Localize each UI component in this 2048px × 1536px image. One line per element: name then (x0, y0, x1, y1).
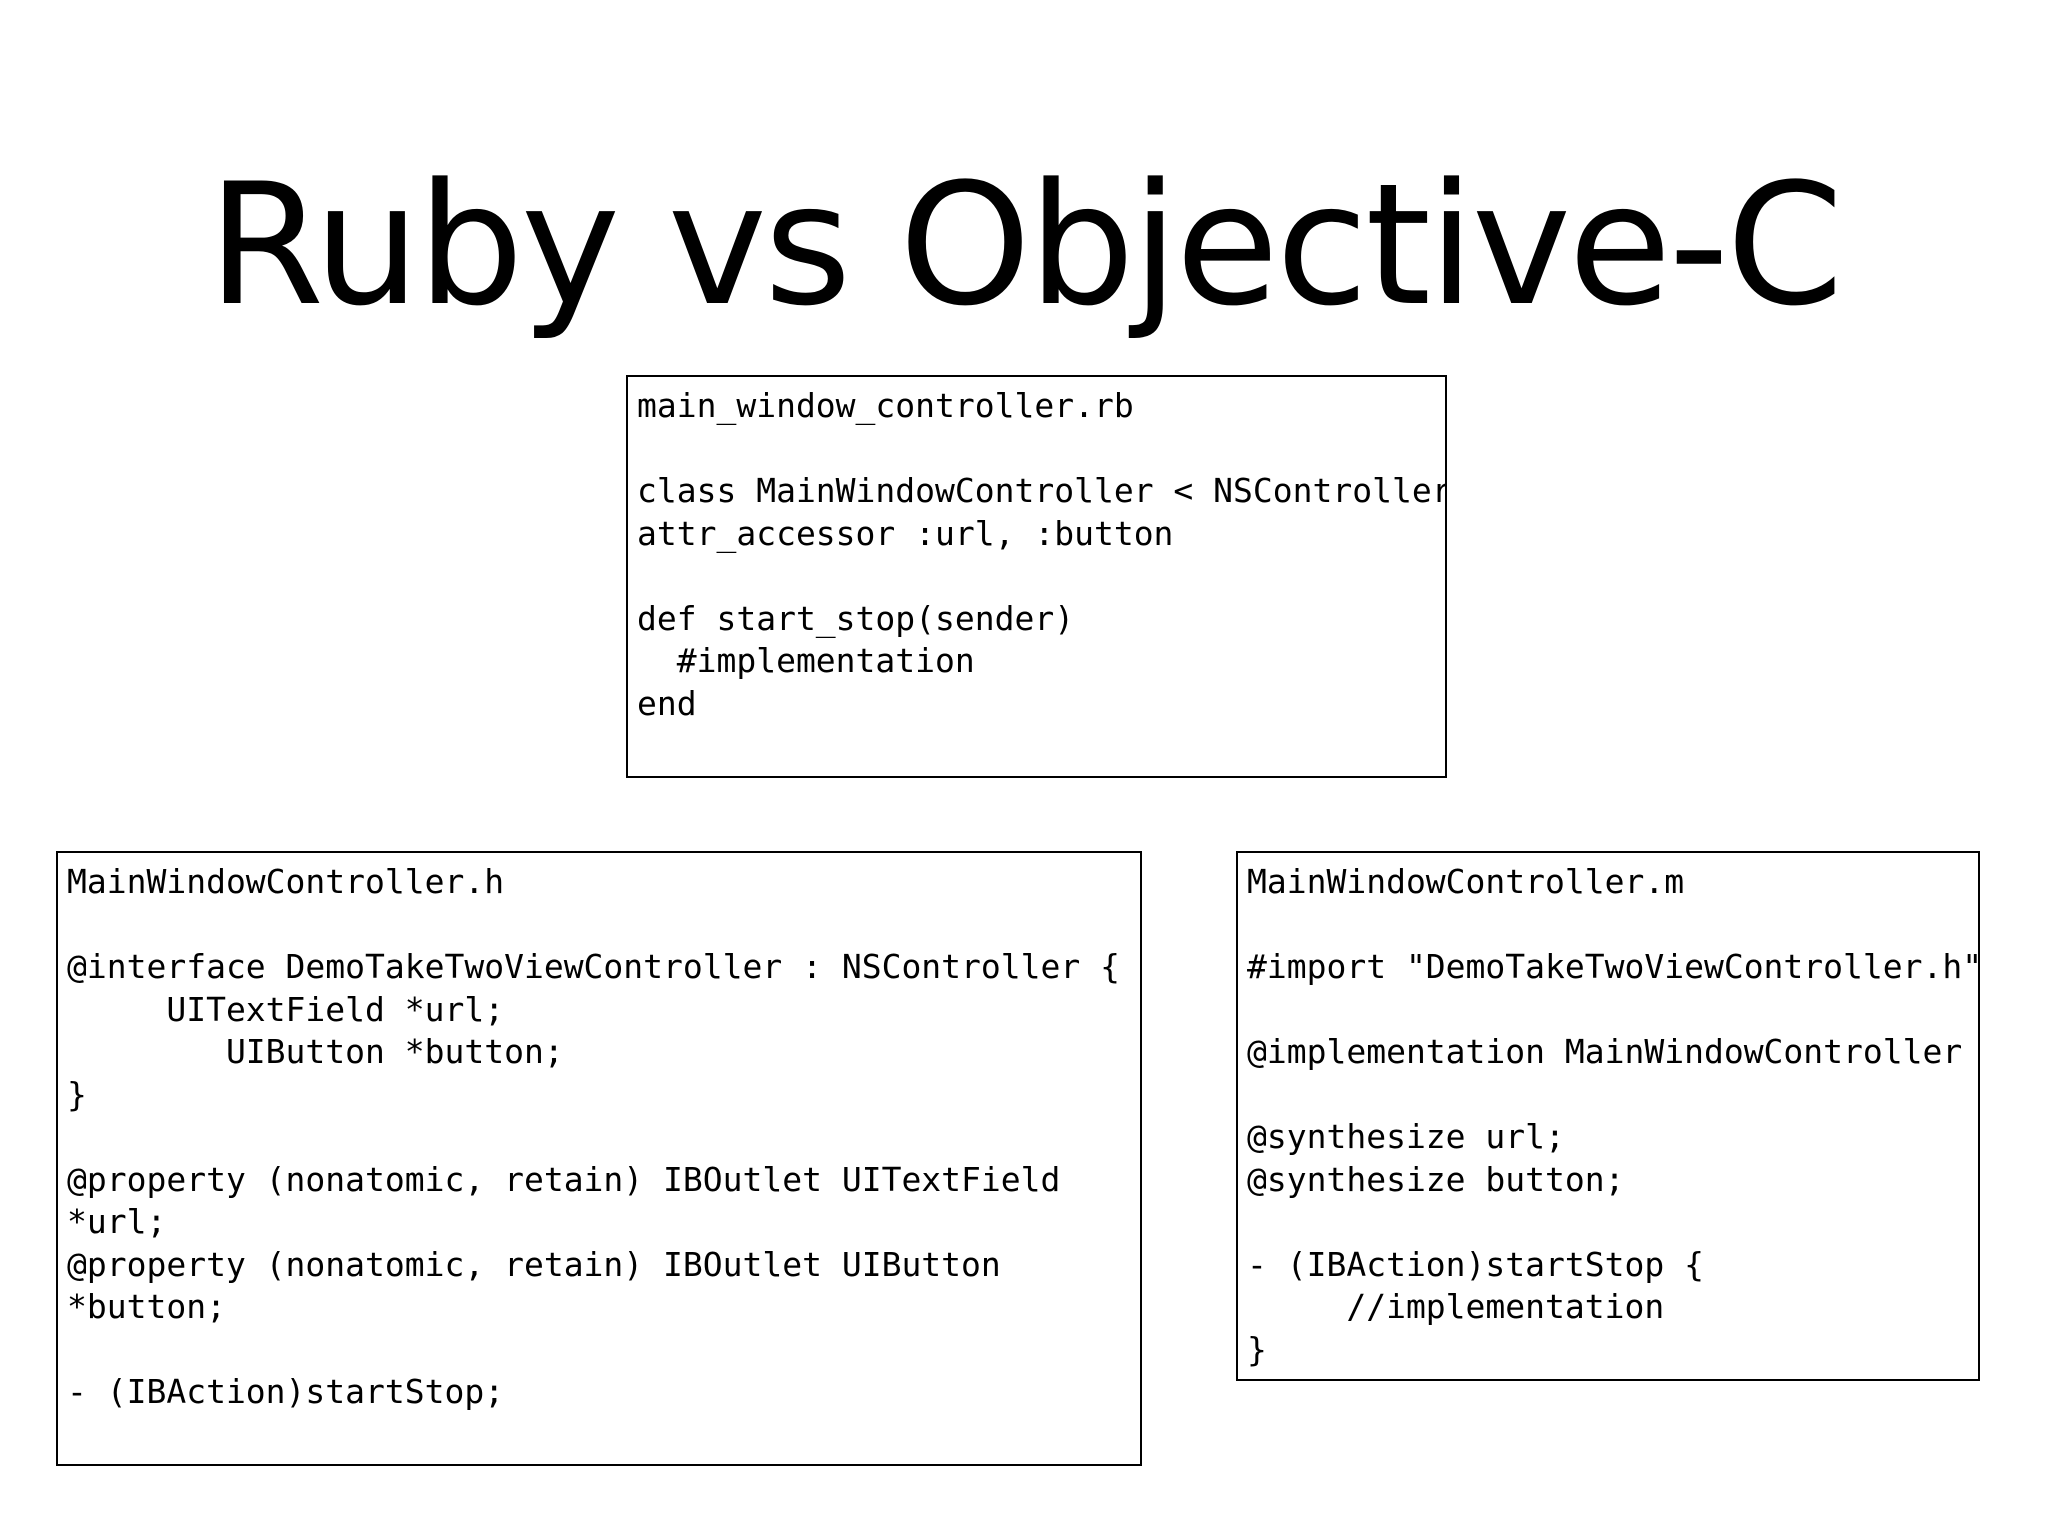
ruby-code-box: main_window_controller.rb class MainWind… (626, 375, 1447, 778)
objc-header-code-box: MainWindowController.h @interface DemoTa… (56, 851, 1142, 1466)
ruby-code-text: main_window_controller.rb class MainWind… (637, 386, 1447, 723)
objc-implementation-code-box: MainWindowController.m #import "DemoTake… (1236, 851, 1980, 1381)
objc-header-code-text: MainWindowController.h @interface DemoTa… (67, 862, 1120, 1411)
slide-title: Ruby vs Objective-C (207, 147, 1843, 343)
objc-implementation-code-text: MainWindowController.m #import "DemoTake… (1247, 862, 1980, 1369)
